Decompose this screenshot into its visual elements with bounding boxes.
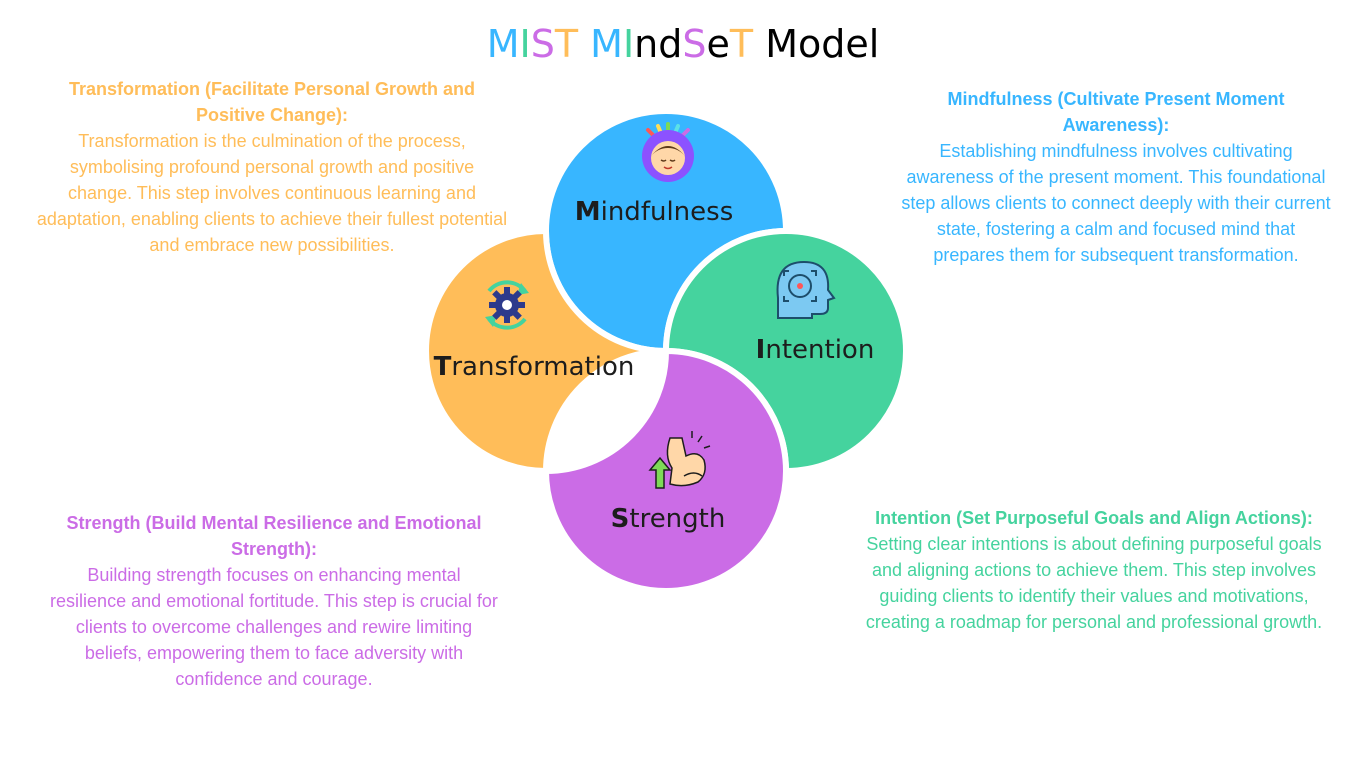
head-target-icon <box>776 260 836 319</box>
mindfulness-label: Mindfulness <box>575 197 734 227</box>
strength-heading: Strength (Build Mental Resilience and Em… <box>66 513 482 559</box>
mindfulness-body: Establishing mindfulness involves cultiv… <box>901 141 1331 265</box>
title-letter: T <box>554 22 579 66</box>
strength-petal <box>542 347 790 595</box>
strength-body: Building strength focuses on enhancing m… <box>50 565 498 689</box>
flexed-arm-icon <box>648 431 711 489</box>
strength-shape <box>542 347 790 595</box>
transformation-description: Transformation (Facilitate Personal Grow… <box>36 76 508 258</box>
title-letter: M <box>590 22 623 66</box>
title-letter: I <box>622 22 635 66</box>
title-letter: n <box>634 22 659 66</box>
title-letter: Model <box>753 22 880 66</box>
mindfulness-description: Mindfulness (Cultivate Present Moment Aw… <box>900 86 1332 268</box>
mindfulness-heading: Mindfulness (Cultivate Present Moment Aw… <box>947 89 1285 135</box>
head-with-rays-icon <box>642 122 694 182</box>
transformation-body: Transformation is the culmination of the… <box>36 131 508 255</box>
title-letter: S <box>682 22 707 66</box>
gear-cycle-icon <box>485 280 529 330</box>
page-title: MIST MIndSeT Model <box>0 18 1366 70</box>
strength-description: Strength (Build Mental Resilience and Em… <box>50 510 498 692</box>
title-letter: I <box>519 22 531 66</box>
intention-body: Setting clear intentions is about defini… <box>865 534 1323 632</box>
transformation-heading: Transformation (Facilitate Personal Grow… <box>68 79 476 125</box>
transformation-petal <box>422 227 667 475</box>
title-letter: M <box>486 22 520 66</box>
title-letter: T <box>729 22 754 66</box>
title-letter: d <box>658 22 683 66</box>
transformation-shape <box>422 227 667 475</box>
intention-description: Intention (Set Purposeful Goals and Alig… <box>852 505 1336 635</box>
title-letter: S <box>530 22 555 66</box>
title-letter: e <box>706 22 730 66</box>
strength-label: Strength <box>611 504 726 534</box>
transformation-label: Transformation <box>434 352 635 382</box>
intention-label: Intention <box>756 335 875 365</box>
intention-heading: Intention (Set Purposeful Goals and Alig… <box>875 508 1313 528</box>
